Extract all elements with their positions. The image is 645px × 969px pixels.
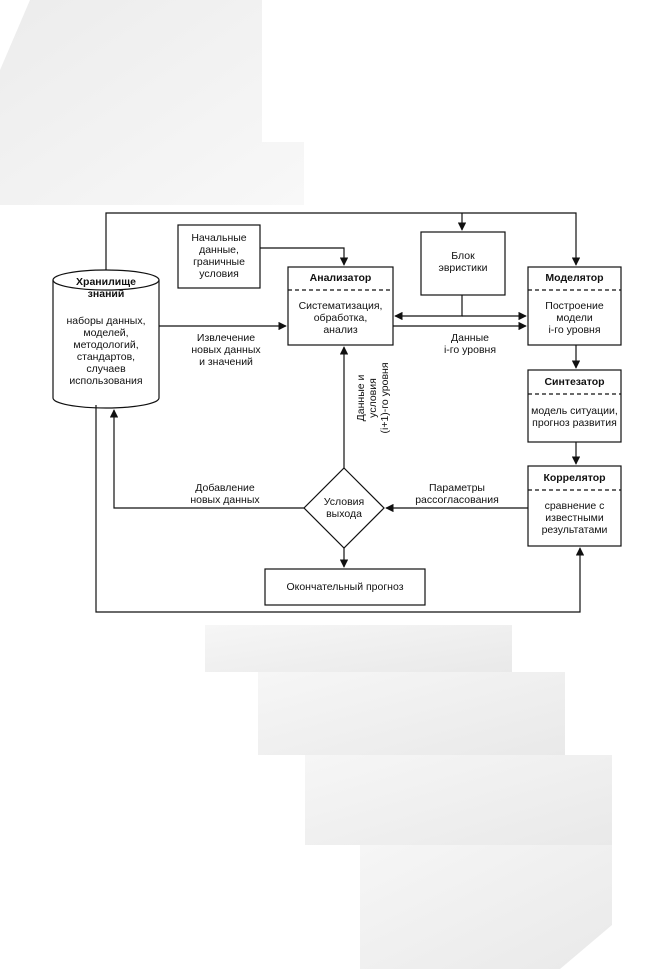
modeler-title: Моделятор (545, 272, 604, 284)
bg-panel-bottom-2 (258, 672, 565, 755)
analyzer-box (287, 266, 394, 346)
synthesizer-box (527, 369, 622, 443)
decision-text: Условия выхода (323, 496, 365, 520)
synthesizer-body: модель ситуации, прогноз развития (531, 405, 618, 429)
edge-bottom-loop (95, 405, 585, 613)
edge-initial-to-analyzer (260, 247, 349, 266)
heuristics-box (420, 231, 506, 296)
edge-label-mismatch: Параметры рассогласования (415, 482, 499, 506)
modeler-box (527, 266, 622, 346)
bg-panel-top-left (0, 0, 304, 205)
analyzer-title: Анализатор (309, 272, 372, 284)
heuristics-text: Блок эвристики (438, 250, 488, 274)
bg-panel-bottom-3 (305, 755, 612, 845)
edge-label-adding: Добавление новых данных (190, 482, 260, 506)
edge-decision-to-storage (109, 409, 304, 509)
analyzer-body: Систематизация, обработка, анализ (298, 300, 383, 336)
synthesizer-title: Синтезатор (544, 376, 605, 388)
final-forecast-text: Окончательный прогноз (286, 581, 404, 593)
edge-label-level-data: Данные i-го уровня (443, 332, 497, 356)
edge-label-extraction: Извлечение новых данных и значений (191, 332, 261, 368)
correlator-body: сравнение с известными результатами (541, 500, 608, 536)
correlator-title: Коррелятор (543, 472, 606, 484)
initial-data-text: Начальные данные, граничные условия (191, 232, 247, 280)
final-forecast-box (264, 568, 426, 606)
modeler-body: Построение модели i-го уровня (545, 300, 604, 336)
storage-title: Хранилище знаний (76, 276, 136, 300)
correlator-box (527, 465, 622, 547)
initial-data-box (177, 224, 261, 289)
edge-top-loop (105, 212, 581, 270)
storage-body: наборы данных, моделей, методологий, ста… (66, 315, 146, 387)
bg-panel-bottom-4 (360, 845, 612, 969)
edge-label-level-next: Данные и условия (i+1)-го уровня (355, 362, 391, 434)
edge-heuristics-down (421, 295, 463, 317)
bg-panel-bottom-1 (205, 625, 512, 672)
